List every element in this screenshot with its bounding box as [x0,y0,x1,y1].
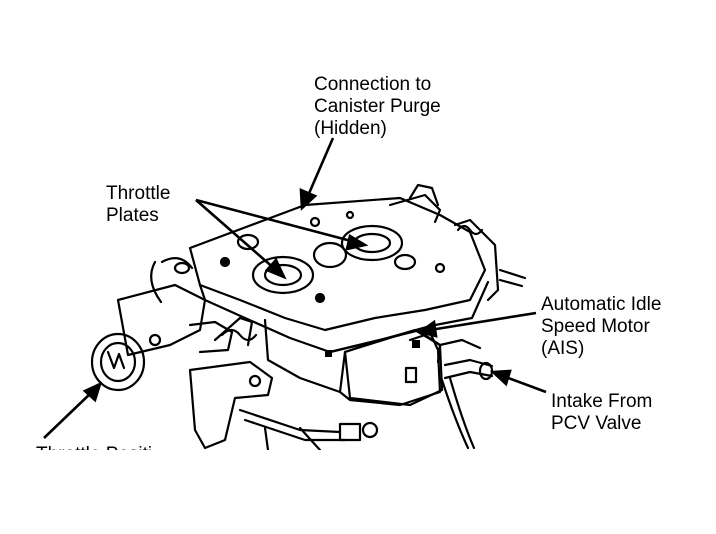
label-ais: Automatic Idle Speed Motor (AIS) [541,294,662,359]
label-throttle-plates: Throttle Plates [106,183,171,226]
throttle-bore-left [251,255,315,295]
throttle-lever [188,360,274,450]
arrow-pcv [502,374,547,394]
arrow-throttle-plate-right [195,198,356,244]
arrow-throttle-position [43,391,93,439]
throttle-position-sensor [116,283,207,357]
label-canister-purge: Connection to Canister Purge (Hidden) [314,74,441,139]
ais-motor-body [343,328,444,407]
arrow-throttle-plate-left [195,199,277,271]
throttle-bore-right [340,224,404,262]
bottom-crop-mask [0,450,716,529]
arrow-canister [305,137,335,199]
arrow-ais [429,311,537,332]
label-pcv: Intake From PCV Valve [551,391,653,434]
